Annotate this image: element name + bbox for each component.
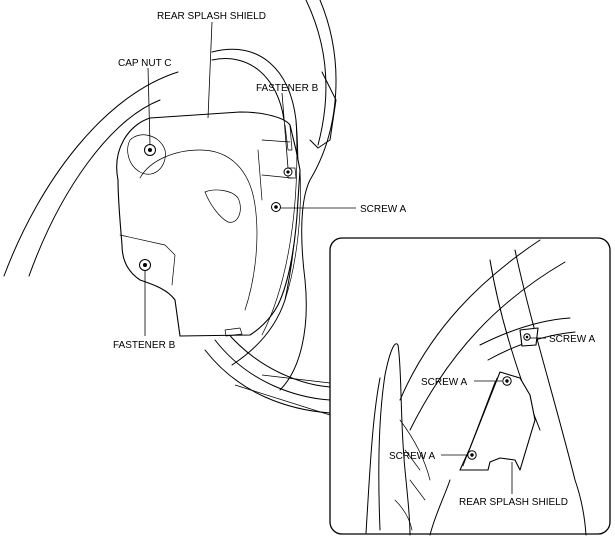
tyre-arc-1 <box>204 349 331 414</box>
inset-rear-splash-shield-panel <box>459 371 536 471</box>
inset-screw-a-right-dot <box>525 335 529 339</box>
inset-lower-curve <box>429 479 451 536</box>
shield-lower-tab <box>224 327 243 337</box>
label-cap-nut-c: CAP NUT C <box>118 58 172 69</box>
rear-splash-shield-main <box>116 111 301 337</box>
label-fastener-b-top: FASTENER B <box>256 83 319 94</box>
inset-body-line-2 <box>365 377 381 534</box>
body-panel-curve-2 <box>211 58 285 121</box>
inset-body-line-1 <box>378 343 411 536</box>
inset-screw-a-left-dot <box>470 453 474 457</box>
wheel-arch-outer-line <box>3 71 179 277</box>
label-inset-rear-splash-shield: REAR SPLASH SHIELD <box>459 497 568 508</box>
inset-arch-line-1 <box>399 239 541 401</box>
inset-connector-upper <box>261 374 331 384</box>
label-inset-screw-a-middle: SCREW A <box>421 377 467 388</box>
inset-frame <box>329 237 611 535</box>
tyre-arc-2 <box>214 339 331 401</box>
inset-view <box>329 237 611 536</box>
inset-arch-line-3 <box>514 249 587 536</box>
leader-cap-nut-c <box>147 67 151 146</box>
label-inset-screw-a-left: SCREW A <box>389 451 435 462</box>
shield-inner-contour-2 <box>119 234 176 286</box>
tyre-arc-3 <box>224 329 331 388</box>
inset-arch-line-2 <box>409 261 566 431</box>
quarter-panel-edge <box>279 0 337 391</box>
shield-right-edge-curve <box>261 119 301 336</box>
inset-shield-edge <box>462 377 498 467</box>
inset-connector-lower <box>234 384 331 416</box>
cap-nut-c-dot <box>148 148 152 152</box>
main-view <box>3 0 356 416</box>
fastener-b-bottom-dot <box>143 263 147 267</box>
quarter-panel-edge-2 <box>305 0 327 146</box>
inset-screw-a-middle-dot <box>505 379 509 383</box>
leader-fastener-b-top <box>281 92 289 169</box>
pillar-block <box>309 71 337 149</box>
label-fastener-b-bottom: FASTENER B <box>113 340 176 351</box>
label-inset-screw-a-right: SCREW A <box>549 334 595 345</box>
label-rear-splash-shield-top: REAR SPLASH SHIELD <box>157 11 266 22</box>
label-screw-a-main: SCREW A <box>360 204 406 215</box>
shield-inner-contour-3 <box>204 189 241 223</box>
fastener-b-top-dot <box>286 170 290 174</box>
inset-body-hatch <box>394 419 431 531</box>
leader-rear-splash-shield-top <box>207 21 213 119</box>
wheel-arch-inner-line <box>28 99 161 277</box>
shield-inner-contour-1 <box>139 149 258 311</box>
shield-inner-contour-4 <box>257 139 293 201</box>
screw-a-main-dot <box>274 205 278 209</box>
